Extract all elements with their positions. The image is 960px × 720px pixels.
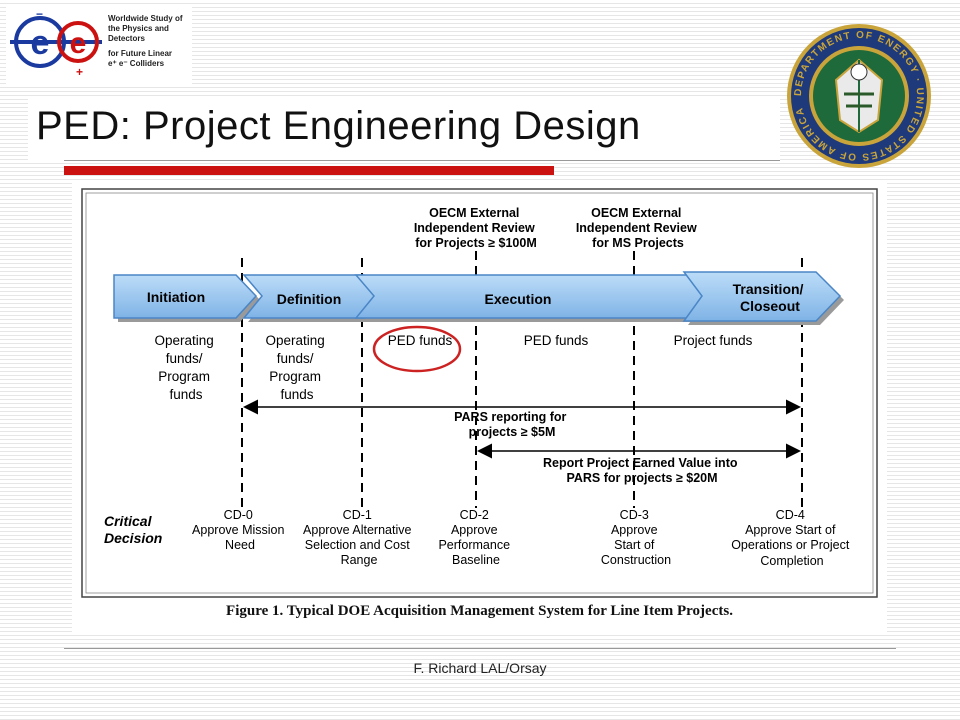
doe-seal: DEPARTMENT OF ENERGY · UNITED STATES OF … bbox=[784, 20, 934, 172]
svg-text:−: − bbox=[36, 7, 43, 21]
ilc-logo: e e − + bbox=[6, 6, 192, 84]
phase-label-initiation: Initiation bbox=[147, 289, 205, 305]
review-note-100m: OECM External Independent Review for Pro… bbox=[414, 206, 538, 250]
diagram-inner-frame bbox=[85, 192, 874, 594]
ped-funds-highlight-circle bbox=[372, 325, 462, 373]
logo-caption-line: for Future Linear bbox=[108, 49, 173, 58]
figure-caption: Figure 1. Typical DOE Acquisition Manage… bbox=[226, 603, 733, 619]
review-note-ms: OECM External Independent Review for MS … bbox=[576, 206, 700, 250]
acquisition-diagram: OECM External Independent Review for Pro… bbox=[81, 188, 878, 598]
logo-caption-line: Worldwide Study of bbox=[108, 14, 183, 23]
title-underline bbox=[64, 166, 554, 175]
decision-cd4: CD-4 Approve Start of Operations or Proj… bbox=[731, 508, 853, 568]
funds-label-ped: PED funds bbox=[524, 333, 589, 348]
acquisition-figure: OECM External Independent Review for Pro… bbox=[72, 183, 887, 633]
critical-decision-label: Critical Decision bbox=[104, 513, 162, 546]
funds-label-project: Project funds bbox=[674, 333, 753, 348]
phase-arrow-initiation bbox=[113, 274, 258, 319]
title-rule bbox=[64, 160, 780, 161]
diagram-frame bbox=[81, 188, 878, 598]
svg-text:e: e bbox=[70, 27, 87, 60]
decision-lines bbox=[241, 251, 803, 508]
decision-cd1: CD-1 Approve Alternative Selection and C… bbox=[303, 508, 415, 567]
svg-text:e: e bbox=[31, 24, 50, 62]
ee-logo-icon: e e − + bbox=[10, 7, 102, 79]
phase-label-execution: Execution bbox=[485, 291, 552, 307]
funds-label-ped-highlighted: PED funds bbox=[388, 333, 453, 348]
funds-label-definition: Operating funds/ Program funds bbox=[265, 333, 328, 402]
funds-label-initiation: Operating funds/ Program funds bbox=[154, 333, 217, 402]
svg-text:+: + bbox=[76, 65, 83, 79]
decision-cd2: CD-2 Approve Performance Baseline bbox=[438, 508, 513, 567]
logo-caption-line: e⁺ e⁻ Colliders bbox=[108, 59, 165, 68]
phase-label-transition: Transition/ Closeout bbox=[733, 281, 808, 314]
page-title: PED: Project Engineering Design bbox=[36, 104, 641, 148]
earned-value-label: Report Project Earned Value into PARS fo… bbox=[543, 456, 741, 485]
title-background bbox=[28, 98, 780, 160]
doe-seal-icon: DEPARTMENT OF ENERGY · UNITED STATES OF … bbox=[787, 24, 931, 168]
pars-reporting-label: PARS reporting for projects ≥ $5M bbox=[454, 410, 570, 439]
decision-cd3: CD-3 Approve Start of Construction bbox=[601, 508, 671, 567]
footer-rule bbox=[64, 648, 896, 649]
decision-cd0: CD-0 Approve Mission Need bbox=[192, 508, 288, 552]
phase-label-definition: Definition bbox=[277, 291, 342, 307]
phase-arrow-transition bbox=[682, 271, 842, 322]
logo-caption-line: the Physics and Detectors bbox=[108, 24, 169, 43]
footer-credit: F. Richard LAL/Orsay bbox=[413, 660, 547, 676]
